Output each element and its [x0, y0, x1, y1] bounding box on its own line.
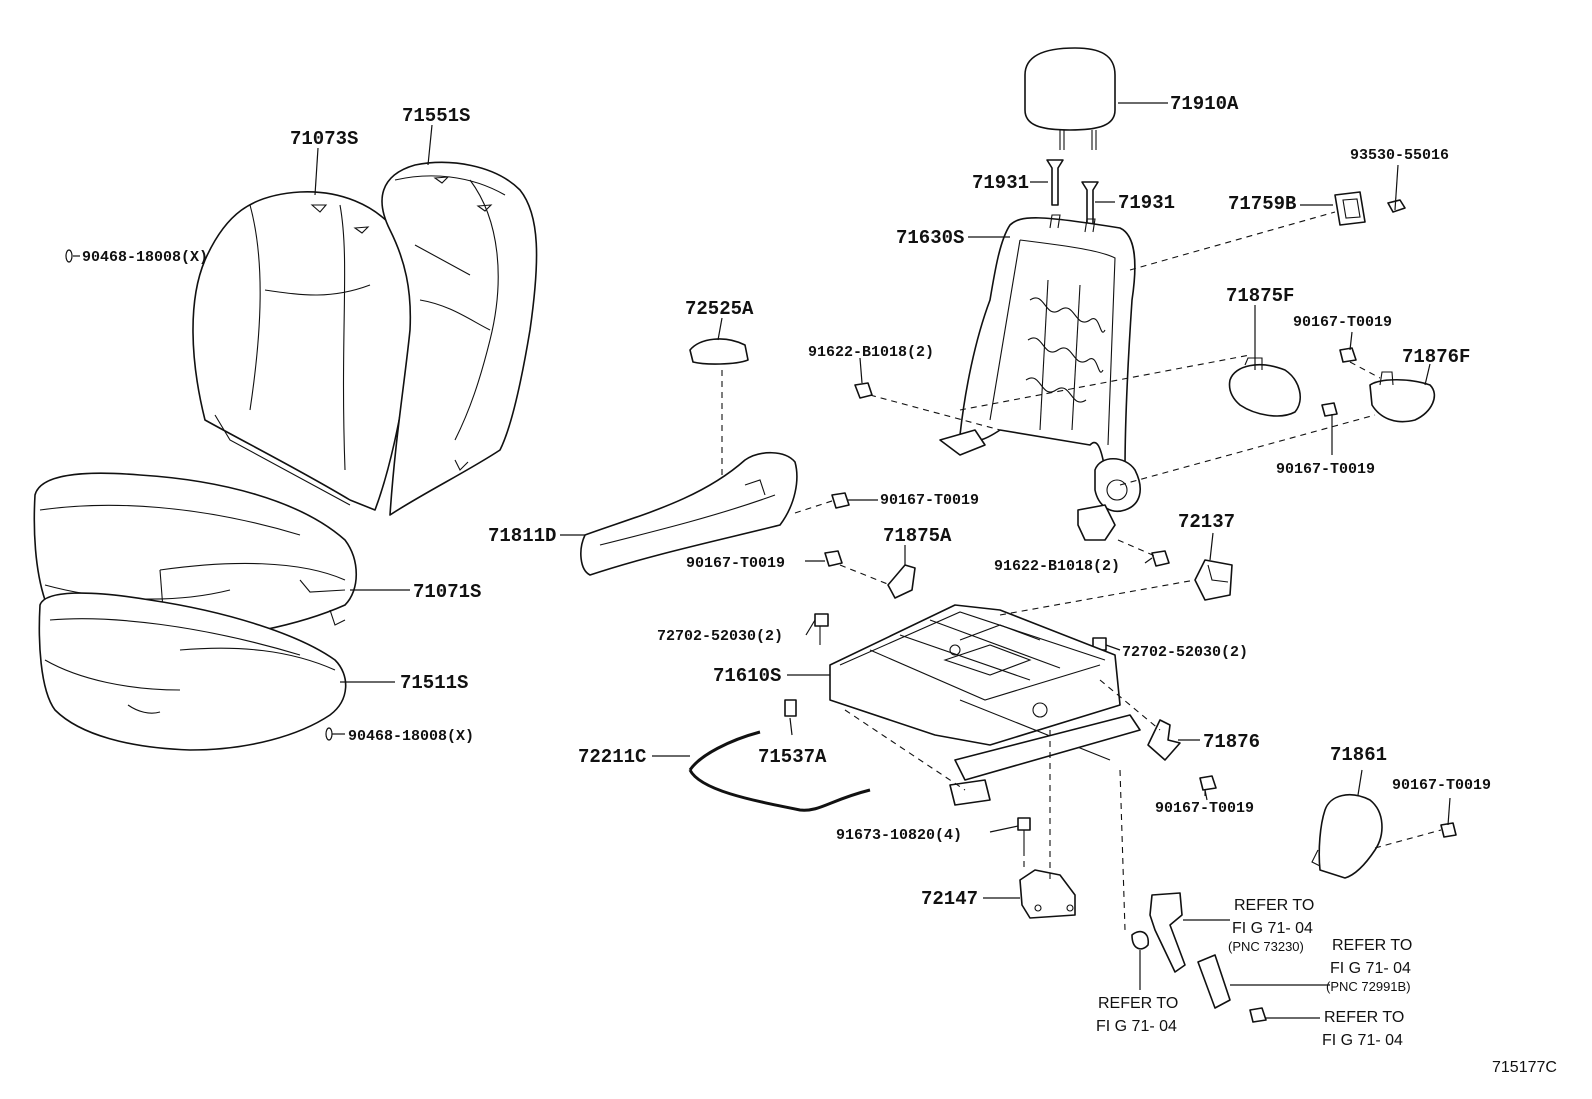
label-71910A: 71910A	[1170, 93, 1239, 115]
seat-adjuster-71610S	[829, 604, 1141, 806]
bracket-71875A	[887, 564, 916, 599]
label-71630S: 71630S	[896, 227, 964, 249]
label-91622-bottom: 91622-B1018(2)	[994, 558, 1120, 575]
bracket-71876	[1147, 719, 1181, 761]
recliner-cover-71876F	[1369, 371, 1436, 423]
label-71071S: 71071S	[413, 581, 481, 603]
label-90167-a: 90167-T0019	[1293, 314, 1392, 331]
label-72147: 72147	[921, 888, 978, 910]
clip-71537A	[784, 699, 797, 717]
refer-1-line3: (PNC 73230)	[1228, 939, 1304, 954]
refer-1-line1: REFER TO	[1234, 897, 1314, 914]
label-71876F: 71876F	[1402, 346, 1470, 368]
refer-4-line2: FI G 71- 04	[1322, 1032, 1403, 1049]
refer-2-line2: FI G 71- 04	[1330, 960, 1411, 977]
label-71931-left: 71931	[972, 172, 1029, 194]
headrest-guides-71931	[1046, 159, 1099, 229]
label-90167-e: 90167-T0019	[1155, 800, 1254, 817]
seat-cushion-pad-71511S	[38, 592, 347, 751]
seatback-cover-71073S	[192, 191, 416, 511]
refer-3-line1: REFER TO	[1098, 995, 1178, 1012]
label-71875F: 71875F	[1226, 285, 1294, 307]
label-90167-c: 90167-T0019	[880, 492, 979, 509]
recliner-cover-71875F	[1228, 357, 1301, 417]
label-90468-top: 90468-18008(X)	[82, 249, 208, 266]
label-72702-left: 72702-52030(2)	[657, 628, 783, 645]
switch-71759B	[1334, 191, 1366, 226]
label-72702-right: 72702-52030(2)	[1122, 644, 1248, 661]
label-71073S: 71073S	[290, 128, 358, 150]
side-shield-71811D	[580, 451, 798, 576]
label-71861: 71861	[1330, 744, 1387, 766]
leader-lines	[65, 102, 1451, 1019]
release-wire-72211C	[688, 730, 871, 812]
label-71811D: 71811D	[488, 525, 556, 547]
label-71931-right: 71931	[1118, 192, 1175, 214]
label-93530-55016: 93530-55016	[1350, 147, 1449, 164]
label-72211C: 72211C	[578, 746, 646, 768]
label-90167-d: 90167-T0019	[686, 555, 785, 572]
label-72525A: 72525A	[685, 298, 754, 320]
label-72137: 72137	[1178, 511, 1235, 533]
label-71537A: 71537A	[758, 746, 827, 768]
refer-2-line1: REFER TO	[1332, 937, 1412, 954]
refer-1-line2: FI G 71- 04	[1232, 920, 1313, 937]
label-90468-bottom: 90468-18008(X)	[348, 728, 474, 745]
seatback-pad-71551S	[381, 161, 538, 516]
assembly-lines	[721, 211, 1442, 931]
figure-code: 715177C	[1492, 1059, 1557, 1076]
buckle-assembly	[1131, 892, 1231, 1009]
label-71876: 71876	[1203, 731, 1260, 753]
refer-2-line3: (PNC 72991B)	[1326, 979, 1411, 994]
label-90167-f: 90167-T0019	[1392, 777, 1491, 794]
refer-3-line2: FI G 71- 04	[1096, 1018, 1177, 1035]
clip-93530-55016	[1387, 199, 1406, 213]
refer-4-line1: REFER TO	[1324, 1009, 1404, 1026]
cover-72137	[1194, 559, 1233, 601]
label-91622-top: 91622-B1018(2)	[808, 344, 934, 361]
label-71511S: 71511S	[400, 672, 468, 694]
label-71759B: 71759B	[1228, 193, 1296, 215]
label-71610S: 71610S	[713, 665, 781, 687]
bracket-72147	[1019, 869, 1076, 919]
label-71875A: 71875A	[883, 525, 952, 547]
seatback-frame-71630S	[939, 214, 1141, 541]
cover-71861	[1311, 794, 1383, 879]
label-90167-b: 90167-T0019	[1276, 461, 1375, 478]
lever-knob-72525A	[689, 338, 749, 365]
headrest-71910A	[1024, 47, 1116, 150]
label-91673-10820: 91673-10820(4)	[836, 827, 962, 844]
part-labels: 71073S 71551S 90468-18008(X) 71071S 7151…	[82, 93, 1557, 1076]
label-71551S: 71551S	[402, 105, 470, 127]
